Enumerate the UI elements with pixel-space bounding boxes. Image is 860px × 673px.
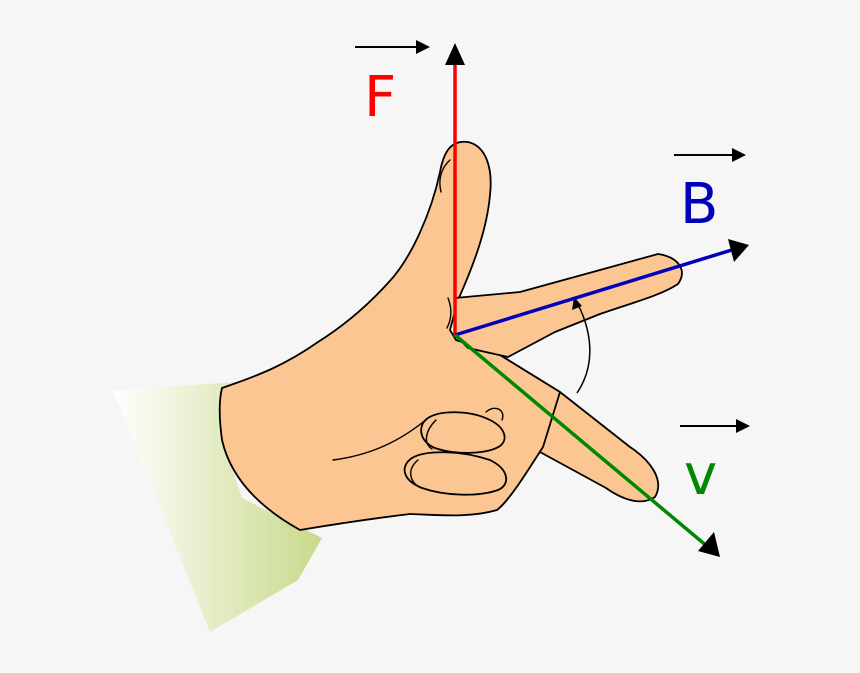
field-overbar-arrowhead (732, 148, 746, 162)
force-overbar-arrowhead (416, 40, 430, 54)
angle-arc-arrowhead (572, 297, 582, 310)
index-finger (454, 253, 683, 358)
finger-crease-2 (425, 419, 437, 450)
thumb-base-crease (446, 297, 452, 329)
field-label: B (680, 172, 718, 237)
field-label-group: B (674, 148, 746, 237)
force-vector-arrowhead (445, 43, 465, 65)
finger-crease-3 (410, 459, 423, 489)
palm-crease (332, 417, 429, 461)
field-vector-arrowhead (728, 239, 749, 262)
force-label-group: F (355, 40, 430, 130)
velocity-vector-line (453, 333, 710, 549)
velocity-label-group: v (680, 419, 750, 508)
angle-arc (573, 296, 591, 394)
velocity-vector (453, 333, 720, 557)
velocity-vector-arrowhead (698, 532, 720, 557)
field-vector-line (454, 247, 736, 337)
sleeve (113, 382, 322, 632)
curled-finger-lower (403, 451, 507, 496)
field-vector (454, 239, 749, 337)
force-vector (445, 43, 465, 337)
thumb-nail-crease (439, 159, 451, 193)
force-label: F (364, 65, 396, 130)
velocity-label: v (684, 443, 717, 508)
finger-crease-1 (485, 407, 504, 421)
hand (218, 140, 683, 531)
velocity-overbar-arrowhead (736, 419, 750, 433)
